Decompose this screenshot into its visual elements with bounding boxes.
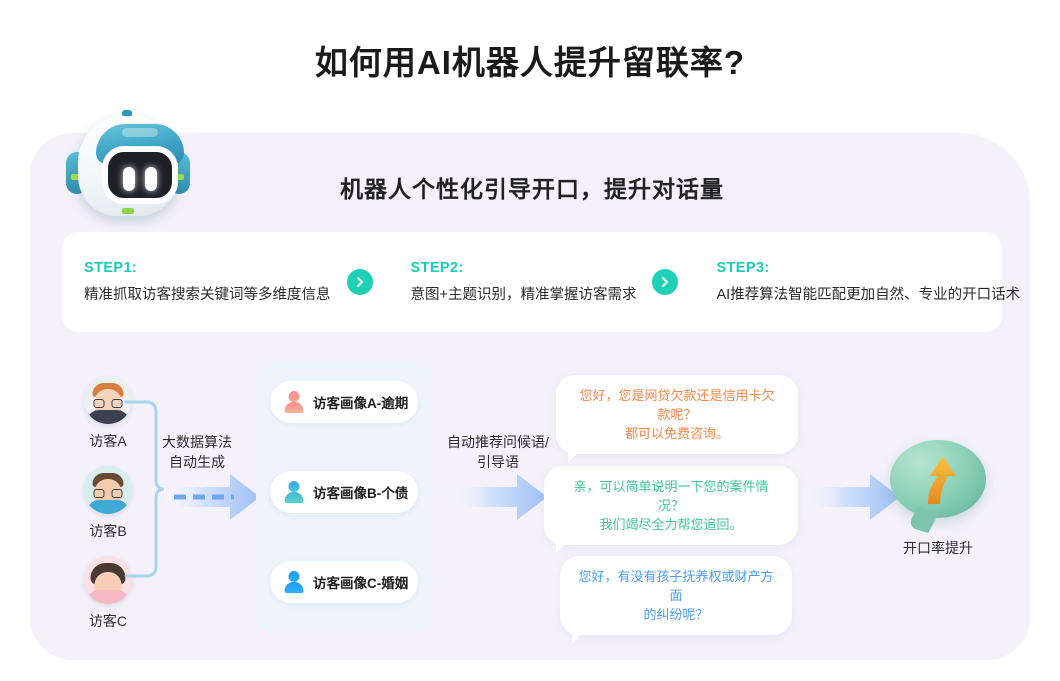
avatar-glasses [93,489,123,498]
step-2-label: STEP2: [410,260,464,276]
robot-visor [102,146,178,204]
visitor-b: 访客B [65,466,151,541]
avatar-body [87,410,129,424]
speech-bubble-a-line1: 您好，您是网贷欠款还是信用卡欠款呢？ [579,388,775,422]
flow-arrow-1 [160,474,260,520]
flow-arrow-2 [447,474,547,520]
visitor-a: 访客A [65,376,151,451]
robot-chin-led [122,208,134,214]
persona-card-b[interactable]: 访客画像B-个债 [270,471,418,513]
person-icon-torso [284,402,304,413]
speech-bubble-up-arrow-icon [890,440,986,533]
steps-card: STEP1: 精准抓取访客搜索关键词等多维度信息 STEP2: 意图+主题识别，… [62,232,1020,332]
flow-arrow-2-label-line1: 自动推荐问候语/ [447,434,549,450]
robot-head-icon [66,110,190,220]
avatar-body [87,590,129,604]
step-3-label: STEP3: [716,260,770,276]
person-icon [284,481,304,503]
speech-bubble-a: 您好，您是网贷欠款还是信用卡欠款呢？ 都可以免费咨询。 [556,375,798,462]
flow-arrow-2-label: 自动推荐问候语/ 引导语 [443,432,553,472]
visitor-c-label: 访客C [88,613,128,629]
person-icon-head [288,571,300,582]
robot-led-right [173,174,184,180]
persona-b-label: 访客画像B-个债 [313,486,409,501]
speech-bubble-c: 您好，有没有孩子抚养权或财产方面 的纠纷呢？ [560,556,792,643]
step-1: STEP1: 精准抓取访客搜索关键词等多维度信息 [62,260,331,304]
result-block: 开口率提升 [890,440,986,558]
visitor-bracket [124,396,164,582]
flow-arrow-3 [800,474,900,520]
chevron-right-icon [652,269,679,295]
robot-eye-right [145,167,157,191]
person-icon-head [288,391,300,402]
avatar-male-glasses-icon [84,376,132,424]
visitor-c: 访客C [65,556,151,631]
step-3-text: AI推荐算法智能匹配更加自然、专业的开口话术 [716,287,1021,303]
persona-a-label: 访客画像A-逾期 [313,396,409,411]
main-panel [30,133,1030,660]
flow-arrow-1-label-line2: 自动生成 [169,454,225,470]
speech-bubble-c-line2: 的纠纷呢？ [643,607,709,622]
person-icon [284,391,304,413]
step-2-text: 意图+主题识别，精准掌握访客需求 [410,287,637,303]
step-3: STEP3: AI推荐算法智能匹配更加自然、专业的开口话术 [694,260,1020,304]
avatar-female-icon [84,556,132,604]
speech-bubble-b: 亲，可以简单说明一下您的案件情况？ 我们竭尽全力帮您追回。 [544,466,798,553]
persona-card-a[interactable]: 访客画像A-逾期 [270,381,418,423]
person-icon-torso [284,582,304,593]
avatar-glasses [93,399,123,408]
persona-card-c[interactable]: 访客画像C-婚姻 [270,561,418,603]
person-icon-torso [284,492,304,503]
visitor-b-label: 访客B [89,523,127,539]
flow-arrow-1-label-line1: 大数据算法 [162,434,232,450]
robot-face-shell [78,116,184,216]
speech-bubble-b-line1: 亲，可以简单说明一下您的案件情况？ [573,479,769,513]
person-icon-head [288,481,300,492]
person-icon [284,571,304,593]
robot-antenna [122,110,132,117]
page-title: 如何用AI机器人提升留联率? [314,44,746,81]
flow-arrow-2-label-line2: 引导语 [477,454,519,470]
step-1-text: 精准抓取访客搜索关键词等多维度信息 [84,287,331,303]
speech-bubble-b-line2: 我们竭尽全力帮您追回。 [599,517,743,532]
robot-led-left [71,174,82,180]
avatar-body [87,500,129,514]
robot-eye-left [123,167,135,191]
avatar-male-glasses-icon [84,466,132,514]
flow-arrow-1-label: 大数据算法 自动生成 [154,432,240,472]
persona-c-label: 访客画像C-婚姻 [313,576,409,591]
chevron-right-icon [346,269,373,295]
step-1-label: STEP1: [84,260,138,276]
result-label: 开口率提升 [903,540,973,556]
speech-bubble-a-line2: 都可以免费咨询。 [624,426,729,441]
hero-subtitle: 机器人个性化引导开口，提升对话量 [340,176,724,202]
speech-bubble-c-line1: 您好，有没有孩子抚养权或财产方面 [578,569,774,603]
visitor-a-label: 访客A [89,433,127,449]
step-2: STEP2: 意图+主题识别，精准掌握访客需求 [389,260,637,304]
